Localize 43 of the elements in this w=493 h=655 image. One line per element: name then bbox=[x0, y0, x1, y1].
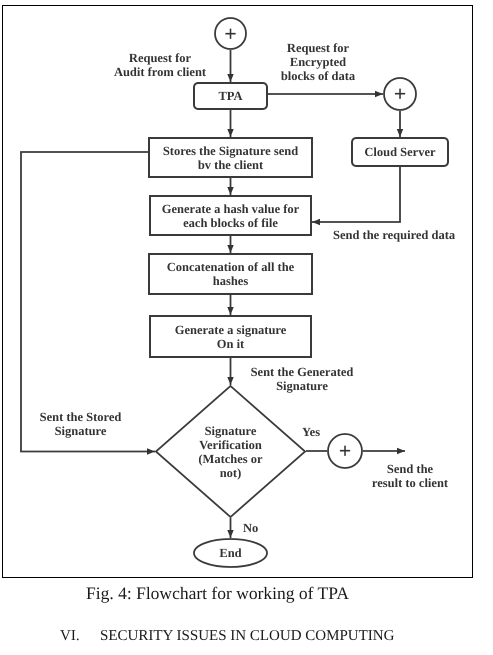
arrow bbox=[312, 167, 401, 226]
edge-label: Yes bbox=[302, 425, 320, 439]
edge-label: Sent the Generated Signature bbox=[248, 365, 356, 393]
node-text: Stores the Signature send bv the client bbox=[162, 144, 300, 172]
arrow bbox=[227, 236, 234, 253]
arrow bbox=[268, 90, 383, 98]
connector-line bbox=[306, 450, 327, 452]
plus-sign: + bbox=[394, 83, 406, 105]
rounded-box bbox=[351, 137, 449, 167]
edge-label: Send the required data bbox=[333, 228, 456, 242]
node-text: Signature Verification (Matches or not) bbox=[198, 424, 264, 480]
arrow bbox=[227, 295, 234, 315]
arrow bbox=[227, 518, 234, 538]
arrow bbox=[227, 110, 234, 137]
edge-label: Request for Audit from client bbox=[113, 51, 207, 79]
plus-sign: + bbox=[224, 22, 237, 44]
connector-circle bbox=[214, 17, 247, 50]
section-heading: SECURITY ISSUES IN CLOUD COMPUTING bbox=[100, 627, 394, 645]
edge-label: No bbox=[243, 521, 258, 535]
connector-circle bbox=[327, 433, 363, 469]
node-text: End bbox=[219, 546, 242, 560]
node-text: Cloud Server bbox=[364, 145, 436, 159]
edge-label: Send the result to client bbox=[371, 462, 449, 490]
connector-circle bbox=[383, 77, 417, 111]
node-text: Generate a signature On it bbox=[174, 322, 288, 350]
arrow bbox=[20, 151, 155, 455]
arrow bbox=[363, 448, 405, 454]
arrow bbox=[227, 50, 234, 82]
process-box bbox=[148, 253, 313, 295]
process-box bbox=[149, 195, 312, 236]
process-box bbox=[148, 137, 313, 178]
arrow bbox=[227, 358, 234, 385]
figure-caption: Fig. 4: Flowchart for working of TPA bbox=[86, 583, 349, 603]
arrow bbox=[396, 111, 404, 137]
node-text: TPA bbox=[218, 89, 243, 103]
arrow bbox=[227, 178, 234, 195]
node-text: Generate a hash value for each blocks of file bbox=[160, 202, 300, 230]
plus-sign: + bbox=[338, 440, 352, 462]
section-number: VI. bbox=[60, 627, 80, 645]
process-box bbox=[149, 315, 312, 358]
node-text: Concatenation of all the hashes bbox=[166, 260, 296, 288]
rounded-box bbox=[193, 82, 268, 110]
terminator-ellipse bbox=[193, 538, 268, 568]
